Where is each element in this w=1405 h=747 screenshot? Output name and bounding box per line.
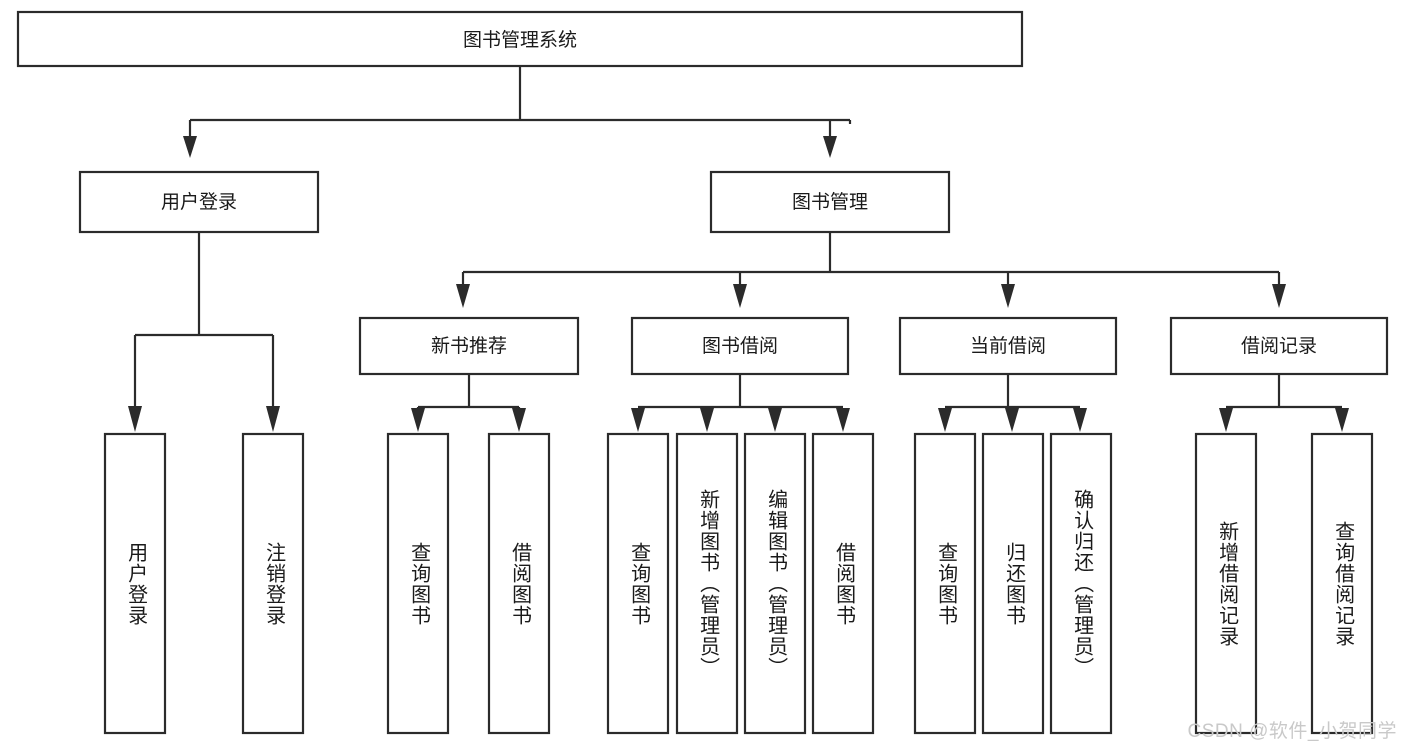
arrow-head-bookborrow-leaf-4 (836, 408, 850, 432)
arrow-head-book-manage (823, 136, 837, 158)
arrow-head-borrowrecord-leaf-2 (1335, 408, 1349, 432)
arrow-head-bookborrow-leaf-2 (700, 408, 714, 432)
leaf-box-current-borrow-0[interactable] (913, 432, 977, 735)
node-root-system[interactable] (16, 10, 1024, 68)
node-borrow-record[interactable] (1169, 316, 1389, 376)
arrow-head-newbook (456, 284, 470, 308)
arrow-head-bookborrow (733, 284, 747, 308)
node-new-book-recommend[interactable] (358, 316, 580, 376)
csdn-watermark: CSDN @软件_小贺同学 (1187, 721, 1397, 742)
arrow-head-currentborrow-leaf-2 (1005, 408, 1019, 432)
connector-group-bookmanage-to-level2 (456, 232, 1286, 308)
connector-group-newbook-to-leaves (411, 374, 526, 432)
label-current-borrow: 当前借阅 (970, 335, 1046, 357)
arrow-head-bookborrow-leaf-3 (768, 408, 782, 432)
node-book-manage[interactable] (709, 170, 951, 234)
node-current-borrow[interactable] (898, 316, 1118, 376)
connector-group-bookborrow-to-leaves (631, 374, 850, 432)
node-user-login[interactable] (78, 170, 320, 234)
arrow-head-currentborrow (1001, 284, 1015, 308)
connector-group-userlogin-to-leaves (128, 232, 280, 432)
arrow-head-leaf-user-login (128, 406, 142, 432)
node-book-borrow[interactable] (630, 316, 850, 376)
connector-group-currentborrow-to-leaves (938, 374, 1087, 432)
leaf-box-new-book-0[interactable] (386, 432, 450, 735)
arrow-head-currentborrow-leaf-1 (938, 408, 952, 432)
leaf-box-book-borrow-1[interactable] (675, 432, 739, 735)
label-new-book-recommend: 新书推荐 (431, 335, 507, 357)
leaf-box-book-borrow-3[interactable] (811, 432, 875, 735)
label-book-manage: 图书管理 (792, 191, 868, 213)
arrow-head-leaf-logout (266, 406, 280, 432)
label-book-borrow: 图书借阅 (702, 335, 778, 357)
arrow-head-currentborrow-leaf-3 (1073, 408, 1087, 432)
leaf-box-user-login-0[interactable] (103, 432, 167, 735)
leaf-box-current-borrow-2[interactable] (1049, 432, 1113, 735)
label-borrow-record: 借阅记录 (1241, 335, 1317, 357)
label-root-system: 图书管理系统 (463, 29, 577, 51)
leaf-box-borrow-record-0[interactable] (1194, 432, 1258, 735)
label-user-login: 用户登录 (161, 191, 237, 213)
leaf-box-book-borrow-2[interactable] (743, 432, 807, 735)
connector-group-root-to-level1 (183, 66, 852, 158)
arrow-head-user-login (183, 136, 197, 158)
leaf-box-current-borrow-1[interactable] (981, 432, 1045, 735)
leaf-box-book-borrow-0[interactable] (606, 432, 670, 735)
leaf-box-user-login-1[interactable] (241, 432, 305, 735)
arrow-head-borrowrecord (1272, 284, 1286, 308)
arrow-head-newbook-leaf-2 (512, 408, 526, 432)
leaf-box-borrow-record-1[interactable] (1310, 432, 1374, 735)
arrow-head-bookborrow-leaf-1 (631, 408, 645, 432)
connector-group-borrowrecord-to-leaves (1219, 374, 1349, 432)
arrow-head-borrowrecord-leaf-1 (1219, 408, 1233, 432)
arrow-head-newbook-leaf-1 (411, 408, 425, 432)
leaf-box-new-book-1[interactable] (487, 432, 551, 735)
